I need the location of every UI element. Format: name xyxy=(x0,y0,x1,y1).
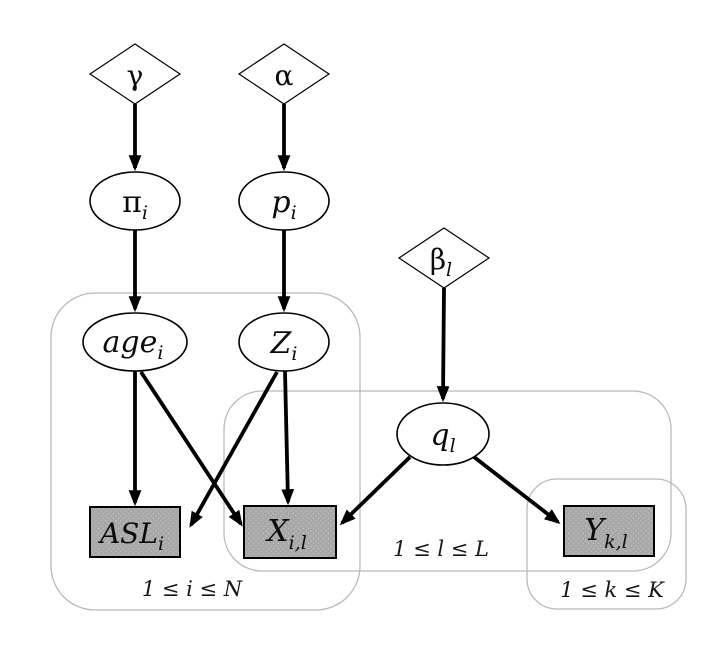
label-sub: i xyxy=(291,202,297,224)
label-main: α xyxy=(275,59,294,92)
label-main: X xyxy=(265,514,290,549)
plate-k-border xyxy=(526,478,687,610)
z-ellipse-shape xyxy=(238,312,330,372)
label-main: p xyxy=(271,185,290,220)
node-y-kl: Yk,l xyxy=(563,505,655,557)
node-asl-i: ASLi xyxy=(89,506,181,558)
label-main: q xyxy=(430,418,449,453)
edge-z-to-x xyxy=(281,370,295,506)
node-pi-label: πi xyxy=(122,185,148,224)
node-z-label: Zi xyxy=(270,326,298,365)
age-ellipse-shape xyxy=(82,312,188,372)
node-gamma-label: γ xyxy=(127,59,144,92)
label-main: ASL xyxy=(97,517,158,550)
edge-beta-to-q xyxy=(436,287,450,403)
label-sub: i,l xyxy=(289,532,307,554)
label-sub: i xyxy=(157,342,163,364)
label-sub: i xyxy=(158,533,164,555)
edge-z-to-asl xyxy=(189,371,279,528)
node-alpha-label: α xyxy=(275,59,294,92)
beta-diamond-shape xyxy=(397,227,491,289)
plate-i-label: 1 ≤ i ≤ N xyxy=(142,577,243,601)
label-main: Y xyxy=(584,513,607,548)
gamma-diamond-shape xyxy=(88,43,182,105)
alpha-diamond-shape xyxy=(237,43,331,105)
label-sub: k,l xyxy=(604,531,628,553)
plate-k-label: 1 ≤ k ≤ K xyxy=(560,578,665,602)
node-q-l: ql xyxy=(396,402,490,466)
x-rect-shape xyxy=(243,505,337,559)
node-pi-i: πi xyxy=(89,171,181,231)
label-main: age xyxy=(103,325,158,360)
node-q-label: ql xyxy=(430,418,455,457)
node-z-i: Zi xyxy=(238,312,330,372)
label-sub: i xyxy=(142,202,148,224)
p-ellipse-shape xyxy=(238,171,330,231)
edge-age-to-x xyxy=(139,370,243,527)
plate-i-border xyxy=(50,292,361,611)
node-beta-l: βl xyxy=(397,227,491,289)
label-main: π xyxy=(122,185,142,220)
node-p-label: pi xyxy=(271,185,296,224)
label-sub: i xyxy=(291,343,297,365)
label-main: Z xyxy=(270,326,293,361)
node-p-i: pi xyxy=(238,171,330,231)
plate-i: 1 ≤ i ≤ N xyxy=(50,292,361,611)
y-rect-shape xyxy=(563,505,655,557)
pi-ellipse-shape xyxy=(89,171,181,231)
edge-q-to-x xyxy=(339,455,412,526)
plate-k: 1 ≤ k ≤ K xyxy=(526,478,687,610)
plate-l-label: 1 ≤ l ≤ L xyxy=(393,537,489,561)
node-age-label: agei xyxy=(103,325,164,364)
node-asl-label: ASLi xyxy=(97,517,164,555)
node-alpha: α xyxy=(237,43,331,105)
label-main: γ xyxy=(127,59,144,92)
label-main: β xyxy=(430,243,446,276)
asl-rect-shape xyxy=(89,506,181,558)
q-ellipse-shape xyxy=(396,402,490,466)
node-y-label: Yk,l xyxy=(584,513,627,553)
edge-q-to-y xyxy=(472,455,561,524)
label-sub: l xyxy=(446,259,452,281)
node-age-i: agei xyxy=(82,312,188,372)
node-x-label: Xi,l xyxy=(265,514,307,554)
node-beta-label: βl xyxy=(430,243,452,281)
label-sub: l xyxy=(450,435,456,457)
node-x-il: Xi,l xyxy=(243,505,337,559)
edges xyxy=(128,104,561,528)
node-gamma: γ xyxy=(88,43,182,105)
